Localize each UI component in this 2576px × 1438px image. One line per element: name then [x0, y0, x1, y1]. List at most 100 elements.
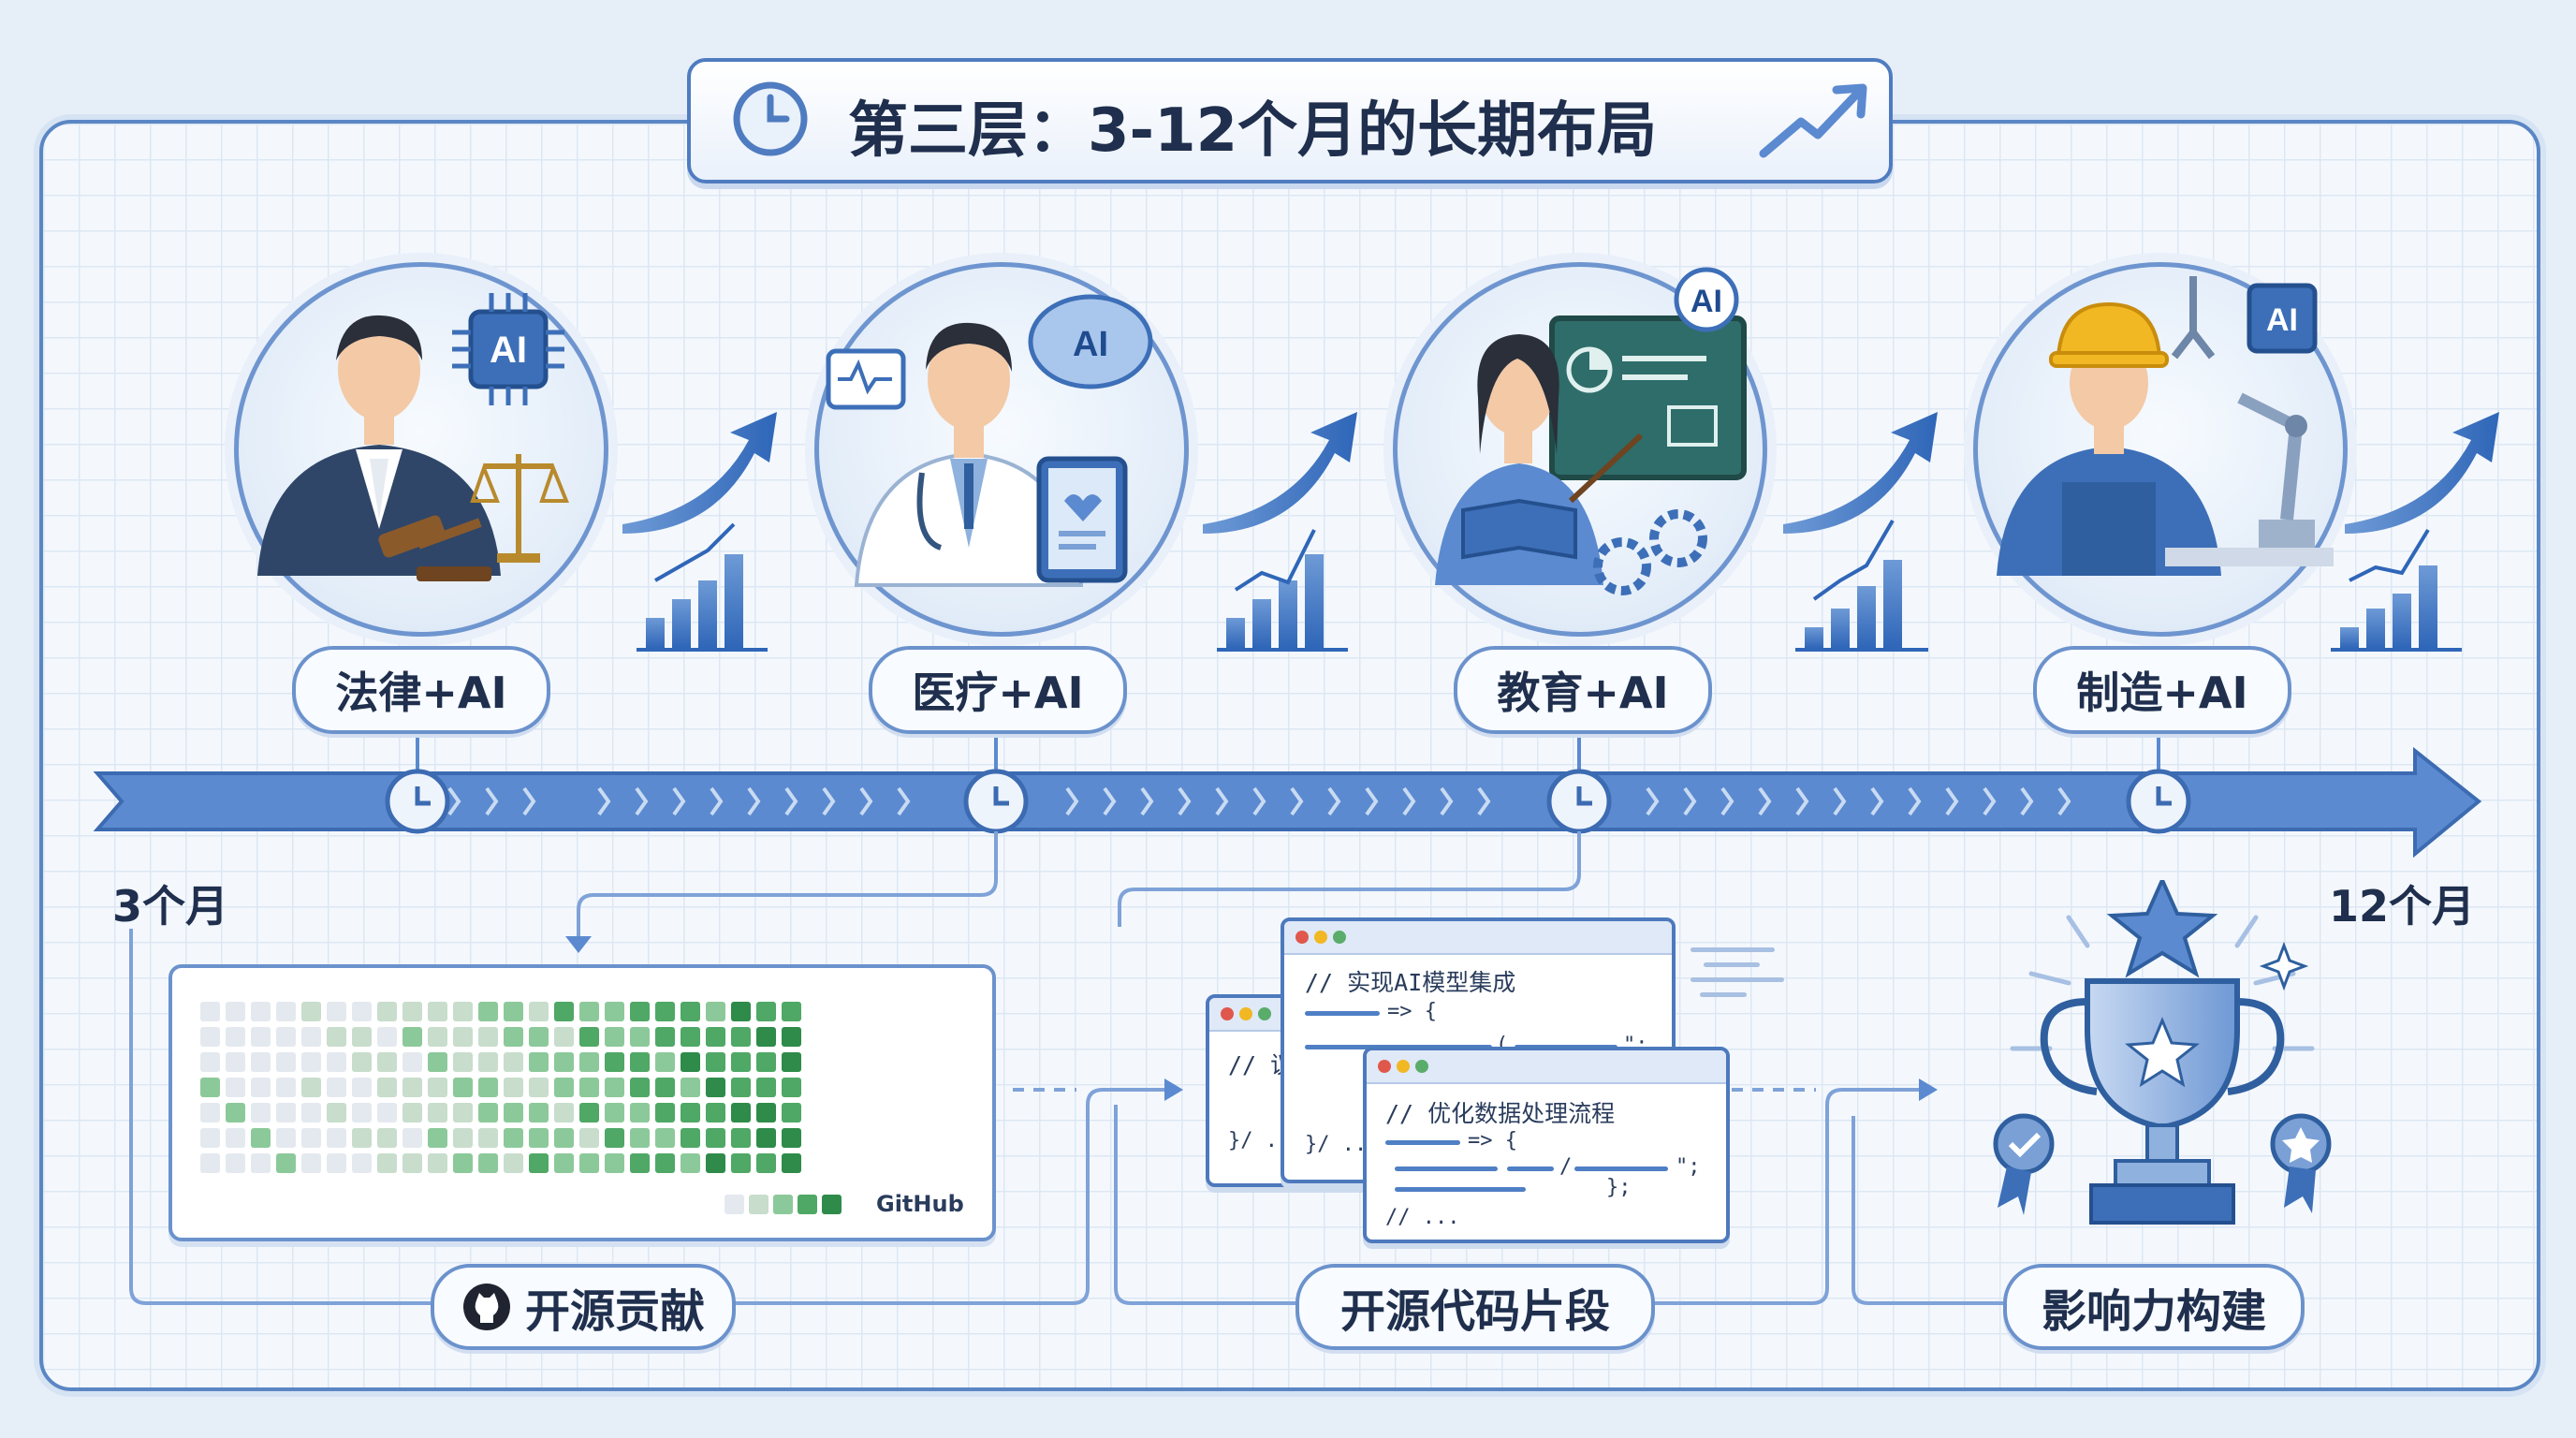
contribution-cell [579, 1128, 599, 1148]
contribution-cell [377, 1052, 397, 1072]
contribution-cell [352, 1027, 372, 1047]
contribution-cell [579, 1078, 599, 1097]
contribution-cell [327, 1052, 346, 1072]
doctor-ai-icon: AI [826, 294, 1153, 587]
contribution-cell [706, 1002, 725, 1021]
contribution-cell [706, 1052, 725, 1072]
timeline-arrow [93, 746, 2482, 858]
contribution-cell [301, 1002, 321, 1021]
contribution-cell [630, 1002, 650, 1021]
code-line-front-3: / [1559, 1155, 1573, 1179]
contribution-cell [681, 1103, 700, 1123]
stage-label-law: 法律+AI [292, 646, 550, 734]
title-box: 第三层：3-12个月的长期布局 [687, 58, 1893, 183]
contribution-cell [529, 1002, 549, 1021]
contribution-cell [605, 1153, 624, 1173]
contribution-cell [276, 1002, 296, 1021]
contribution-cell [731, 1103, 751, 1123]
contribution-cell [630, 1052, 650, 1072]
contribution-cell [402, 1078, 422, 1097]
contribution-cell [402, 1002, 422, 1021]
contribution-cell [226, 1002, 245, 1021]
contribution-cell [605, 1128, 624, 1148]
growth-arrow-4 [2345, 412, 2499, 534]
contribution-cell [756, 1078, 776, 1097]
contribution-cell [402, 1103, 422, 1123]
timeline-clock-1 [385, 769, 450, 834]
contribution-cell [352, 1002, 372, 1021]
contribution-cell [504, 1153, 523, 1173]
contribution-cell [605, 1002, 624, 1021]
contribution-cell [782, 1128, 801, 1148]
contribution-cell [478, 1128, 498, 1148]
contribution-cell [554, 1128, 574, 1148]
contribution-cell [200, 1002, 220, 1021]
contribution-cell [251, 1027, 271, 1047]
contribution-cell [377, 1027, 397, 1047]
contribution-cell [200, 1052, 220, 1072]
contribution-cell [428, 1078, 447, 1097]
contribution-cell [226, 1103, 245, 1123]
ai-bulb-text: AI [1690, 284, 1722, 319]
contribution-cell [681, 1153, 700, 1173]
contribution-cell [352, 1128, 372, 1148]
contribution-cell [529, 1078, 549, 1097]
code-line [1395, 1187, 1526, 1192]
contribution-cell [782, 1002, 801, 1021]
contribution-cell [352, 1052, 372, 1072]
worker-ai-icon: AI [1997, 276, 2334, 576]
contribution-cell [706, 1103, 725, 1123]
contribution-cell [428, 1027, 447, 1047]
contribution-cell [453, 1078, 473, 1097]
growth-arrow-1 [622, 412, 777, 534]
contribution-cell [681, 1078, 700, 1097]
code-end-front: // ... [1385, 1206, 1460, 1229]
growth-arrow-3 [1783, 412, 1938, 534]
contribution-cell [276, 1078, 296, 1097]
page-title: 第三层：3-12个月的长期布局 [848, 96, 1658, 166]
contribution-cell [529, 1153, 549, 1173]
contribution-cell [402, 1128, 422, 1148]
contribution-cell [756, 1027, 776, 1047]
contribution-cell [428, 1002, 447, 1021]
code-line [1305, 1011, 1380, 1016]
contribution-cell [251, 1052, 271, 1072]
contribution-cell [453, 1027, 473, 1047]
contribution-cell [200, 1128, 220, 1148]
contribution-cell [478, 1002, 498, 1021]
contribution-cell [706, 1128, 725, 1148]
contribution-cell [200, 1027, 220, 1047]
code-snippets-label: 开源代码片段 [1295, 1264, 1655, 1350]
contribution-cell [276, 1128, 296, 1148]
stage-label-education: 教育+AI [1454, 646, 1712, 734]
contribution-cell [706, 1027, 725, 1047]
influence-building-label: 影响力构建 [2003, 1264, 2305, 1350]
clock-icon [733, 81, 808, 156]
stage-label-manufacturing: 制造+AI [2033, 646, 2291, 734]
contribution-cell [731, 1128, 751, 1148]
code-line [1385, 1140, 1460, 1145]
contribution-cell [377, 1103, 397, 1123]
contribution-cell [453, 1002, 473, 1021]
contribution-cell [554, 1052, 574, 1072]
contribution-cell [251, 1103, 271, 1123]
contribution-cell [681, 1052, 700, 1072]
github-icon [462, 1284, 510, 1330]
contribution-cell [706, 1153, 725, 1173]
contribution-cell [504, 1078, 523, 1097]
contribution-cell [251, 1153, 271, 1173]
contribution-cell [377, 1153, 397, 1173]
code-window-front: // 优化数据处理流程 => { / "; }; // ... [1363, 1047, 1730, 1243]
contribution-cell [655, 1078, 675, 1097]
contribution-cell [630, 1153, 650, 1173]
contribution-cell [377, 1002, 397, 1021]
contribution-cell [402, 1027, 422, 1047]
contribution-cell [782, 1052, 801, 1072]
contribution-cell [782, 1153, 801, 1173]
open-source-text: 开源贡献 [524, 1285, 705, 1338]
contribution-cell [706, 1078, 725, 1097]
contribution-legend [724, 1195, 842, 1214]
timeline-start-label: 3个月 [112, 881, 229, 932]
contribution-cell [605, 1103, 624, 1123]
